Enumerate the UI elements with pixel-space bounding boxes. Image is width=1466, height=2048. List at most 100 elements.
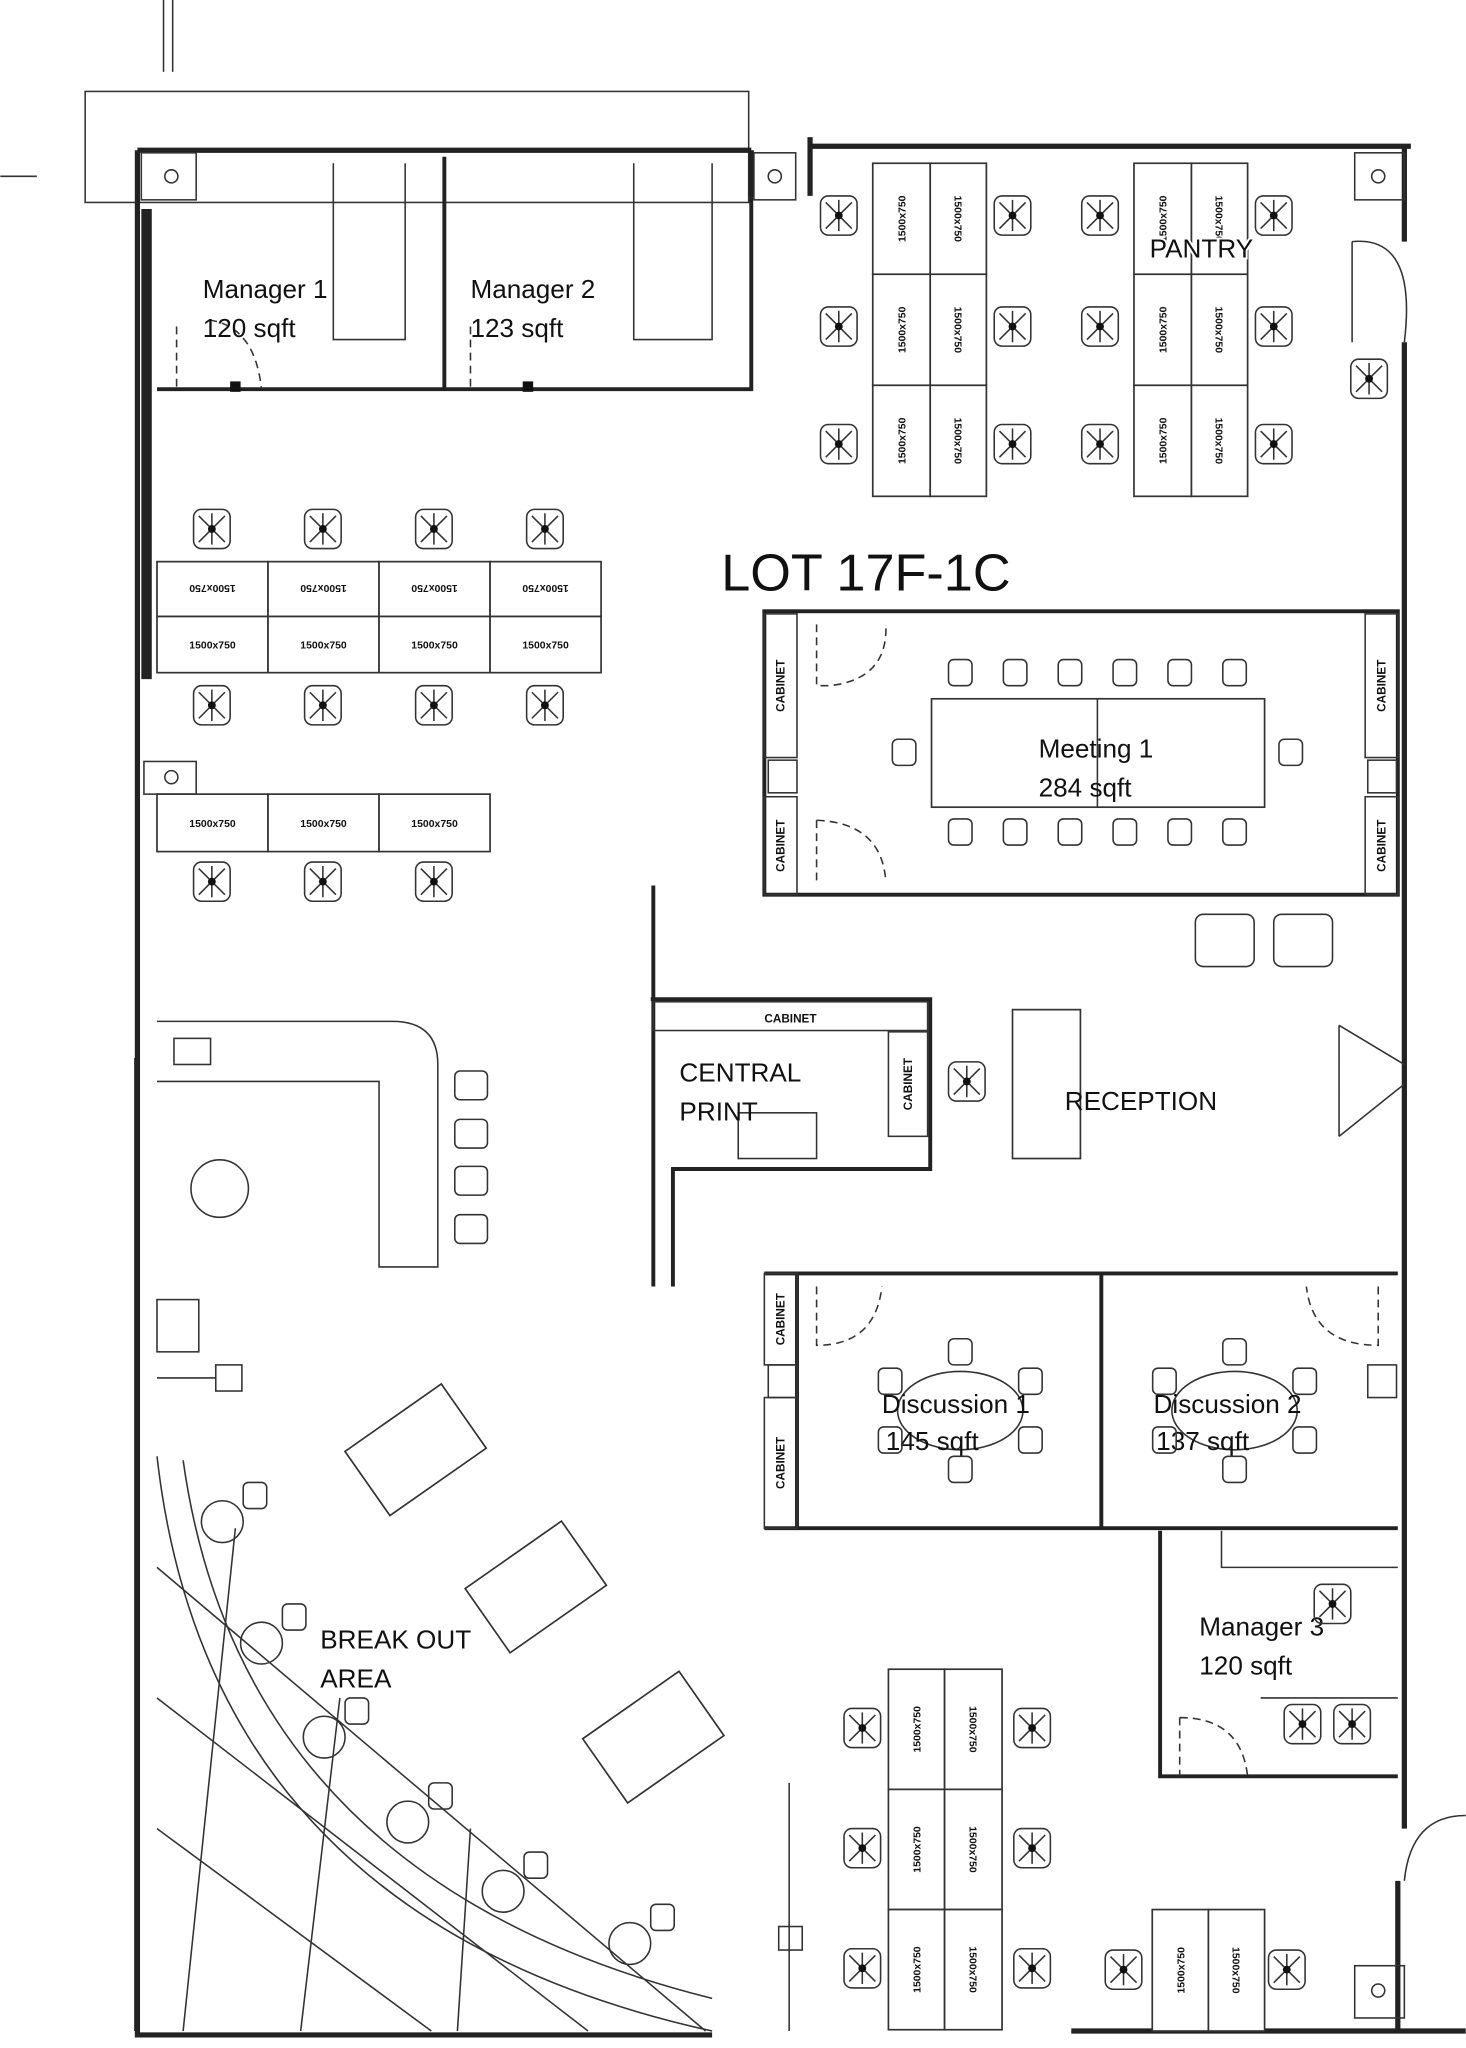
desk-size-label: 1500x750	[912, 1946, 923, 1993]
cabinets: CABINET CABINET CABINET CABINET CABINET CABIN…	[763, 613, 1399, 1529]
meeting-chair-icon	[877, 1426, 903, 1454]
desk: 1500x750	[1207, 1908, 1266, 2032]
cabinet-label: CABINET	[775, 1436, 788, 1489]
meeting-chair-icon	[1017, 1426, 1043, 1454]
desk: 1500x750	[1133, 162, 1193, 276]
desk: 1500x750	[156, 560, 269, 618]
manager2-area: 123 sqft	[470, 313, 564, 343]
office-chair-icon	[1104, 1949, 1143, 1991]
reception-desk	[1011, 1008, 1082, 1160]
desk: 1500x750	[1190, 273, 1249, 387]
discussion1-name: Discussion 1	[882, 1389, 1030, 1419]
discussion-rooms	[764, 1271, 1398, 1531]
office-chair-icon	[192, 684, 231, 726]
desk: 1500x750	[943, 1668, 1003, 1791]
desk-size-label: 1500x750	[1213, 307, 1224, 354]
desk-size-label: 1500x750	[411, 819, 458, 830]
desk: 1500x750	[267, 793, 380, 853]
meeting-chair-icon	[649, 1903, 676, 1932]
desk: 1500x750	[1190, 162, 1249, 276]
entrance-doors[interactable]	[1338, 1024, 1405, 1137]
desk: 1500x750	[267, 560, 380, 618]
central-print-line1: CENTRAL	[679, 1057, 801, 1087]
desk-size-label: 1500x750	[300, 582, 347, 593]
meeting-chair-icon	[1112, 818, 1138, 846]
meeting-chair-icon	[891, 738, 917, 767]
office-chair-icon	[1080, 423, 1120, 465]
desk: 1500x750	[871, 273, 932, 387]
office-chair-icon	[993, 423, 1032, 465]
meeting-chair-icon	[1151, 1426, 1177, 1454]
meeting-chair-icon	[947, 658, 973, 687]
office-chair-icon	[414, 508, 453, 550]
office-chair-icon	[303, 861, 342, 903]
desk-size-label: 1500x750	[912, 1826, 923, 1873]
meeting-chair-icon	[947, 1337, 973, 1366]
office-chair-icon	[819, 195, 858, 236]
desk: 1500x750	[887, 1788, 946, 1911]
breakout-area	[156, 1382, 804, 2032]
desk: 1500x750	[489, 615, 602, 674]
cabinet: CABINET	[763, 1396, 798, 1529]
cabinet-label: CABINET	[1375, 819, 1388, 872]
cabinet-label: CABINET	[764, 1013, 817, 1026]
office-chair-icon	[414, 861, 453, 903]
office-chair-icon	[993, 195, 1032, 236]
manager2-name: Manager 2	[470, 274, 595, 304]
desk-size-label: 1500x750	[1176, 1947, 1187, 1994]
office-chair-icon	[1013, 1827, 1052, 1869]
office-chair-icon	[1267, 1949, 1306, 1991]
desk-size-label: 1500x750	[897, 417, 908, 464]
manager-rooms-top	[156, 156, 754, 392]
desk-size-label: 1500x750	[966, 1946, 977, 1993]
cabinet-label: CABINET	[775, 819, 788, 872]
breakout-table	[581, 1670, 726, 1805]
meeting-chair-icon	[947, 818, 973, 846]
desk: 1500x750	[887, 1908, 946, 2031]
office-chair-icon	[414, 684, 453, 726]
desk: 1500x750	[929, 273, 988, 387]
meeting-chair-icon	[1278, 738, 1304, 767]
office-chair-icon	[1254, 195, 1293, 236]
desk-size-label: 1500x750	[1213, 196, 1224, 243]
desk: 1500x750	[1133, 273, 1193, 387]
office-chair-icon	[843, 1947, 882, 1989]
meeting-room	[762, 609, 1400, 968]
cabinet-label: CABINET	[1375, 659, 1388, 712]
meeting-chair-icon	[1222, 1455, 1248, 1484]
meeting-chair-icon	[281, 1603, 307, 1631]
meeting-chair-icon	[242, 1481, 268, 1510]
central-print-line2: PRINT	[679, 1097, 757, 1127]
desk: 1500x750	[1151, 1908, 1210, 2032]
discussion2-area: 137 sqft	[1156, 1426, 1250, 1456]
desk: 1500x750	[1190, 384, 1249, 498]
office-chair-icon	[819, 306, 858, 347]
meeting-chair-icon	[1292, 1367, 1318, 1396]
meeting1-area: 284 sqft	[1039, 773, 1133, 803]
desk-size-label: 1500x750	[897, 306, 908, 353]
cabinet-label: CABINET	[775, 1292, 788, 1345]
meeting-chair-icon	[1167, 658, 1193, 687]
office-chair-icon	[1080, 306, 1120, 347]
desk-size-label: 1500x750	[966, 1826, 977, 1873]
office-chair-icon	[819, 423, 858, 465]
desk: 1500x750	[887, 1668, 946, 1791]
desk: 1500x750	[378, 615, 491, 674]
manager3-room	[1158, 1530, 1398, 1779]
office-chair-icon	[192, 508, 231, 550]
breakout-table	[463, 1519, 608, 1654]
desk-size-label: 1500x750	[951, 418, 962, 465]
office-chair-icon	[1333, 1703, 1372, 1745]
central-print-area	[650, 885, 933, 1287]
office-chair-icon	[843, 1707, 882, 1749]
desk: 1500x750	[943, 1908, 1003, 2031]
meeting-chair-icon	[877, 1367, 903, 1396]
office-chair-icon	[1013, 1947, 1052, 1989]
meeting-chair-icon	[1002, 658, 1028, 687]
cabinet: CABINET	[1364, 613, 1399, 759]
office-chair-icon	[192, 861, 231, 903]
cabinet-label: CABINET	[775, 659, 788, 712]
breakout-line1: BREAK OUT	[320, 1624, 471, 1654]
